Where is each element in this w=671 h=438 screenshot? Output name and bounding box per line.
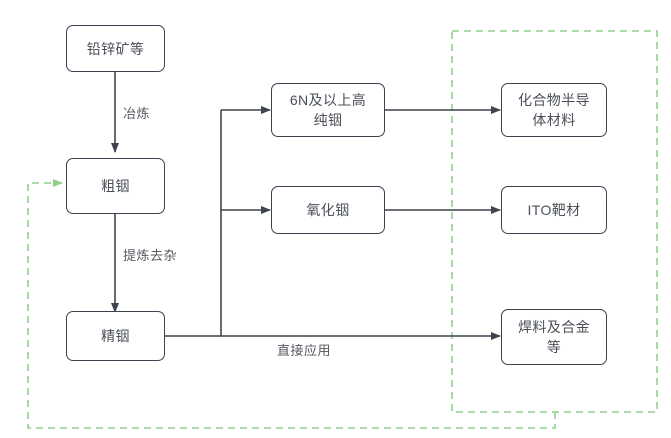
node-solder-alloy[interactable]: 焊料及合金 等 bbox=[501, 309, 607, 365]
node-compound-semiconductor-label: 化合物半导 体材料 bbox=[518, 92, 590, 128]
node-ito-target-label: ITO靶材 bbox=[527, 202, 581, 218]
edge-label-direct-use-text: 直接应用 bbox=[277, 343, 332, 358]
node-refined-indium-label: 精铟 bbox=[101, 328, 130, 344]
edge-label-refining: 提炼去杂 bbox=[120, 247, 181, 265]
edge-label-smelting: 冶炼 bbox=[120, 105, 154, 123]
node-solder-alloy-label: 焊料及合金 等 bbox=[518, 319, 590, 355]
node-refined-indium[interactable]: 精铟 bbox=[66, 311, 165, 361]
node-raw-ore-label: 铅锌矿等 bbox=[86, 40, 145, 57]
node-indium-oxide[interactable]: 氧化铟 bbox=[271, 186, 385, 234]
node-compound-semiconductor[interactable]: 化合物半导 体材料 bbox=[501, 83, 607, 137]
node-crude-indium[interactable]: 粗铟 bbox=[66, 158, 165, 214]
edge-label-refining-text: 提炼去杂 bbox=[123, 248, 178, 263]
edge-refined-indium-trunk bbox=[165, 110, 222, 337]
node-high-purity-indium-label: 6N及以上高 纯铟 bbox=[289, 92, 367, 128]
node-crude-indium-label: 粗铟 bbox=[101, 178, 130, 194]
node-ito-target[interactable]: ITO靶材 bbox=[501, 186, 607, 234]
node-raw-ore[interactable]: 铅锌矿等 bbox=[66, 25, 165, 72]
edge-label-smelting-text: 冶炼 bbox=[123, 106, 151, 121]
node-indium-oxide-label: 氧化铟 bbox=[306, 202, 350, 218]
edge-label-direct-use: 直接应用 bbox=[274, 342, 335, 360]
node-high-purity-indium[interactable]: 6N及以上高 纯铟 bbox=[271, 83, 385, 137]
recycle-return-path bbox=[27, 179, 556, 429]
